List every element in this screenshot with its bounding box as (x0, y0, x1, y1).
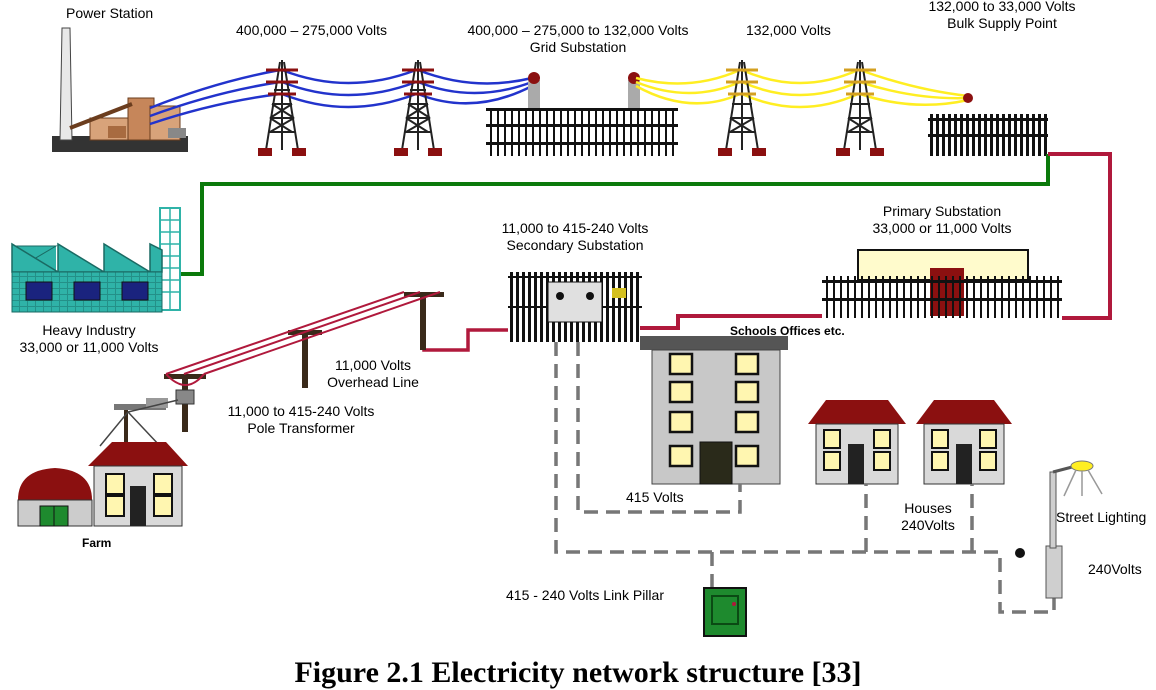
grid-substation-name: Grid Substation (529, 39, 627, 55)
overhead-line-name: Overhead Line (327, 374, 419, 390)
house-icon (916, 400, 1012, 485)
network-diagram (11, 27, 1112, 637)
houses-label: Houses 240Volts (884, 500, 972, 534)
overhead-line-label: 11,000 Volts Overhead Line (318, 357, 428, 391)
overhead-line-icon (164, 291, 444, 432)
pylon-icon (718, 60, 766, 156)
farm-label: Farm (82, 536, 112, 550)
link-pillar-label: 415 - 240 Volts Link Pillar (506, 587, 664, 603)
lines-132kv (635, 68, 969, 109)
line-11kv-overhead-feed (422, 302, 508, 352)
bulk-supply-label: 132,000 to 33,000 Volts Bulk Supply Poin… (910, 0, 1094, 32)
line-33kv-green (180, 154, 1050, 276)
transmission-voltage-label: 400,000 – 275,000 Volts (236, 22, 388, 38)
pylon-icon (394, 60, 442, 156)
grid-substation-voltage: 400,000 – 275,000 to 132,000 Volts (467, 22, 689, 38)
secondary-substation-name: Secondary Substation (506, 237, 644, 253)
line-11kv-red (640, 314, 822, 330)
schools-offices-label: Schools Offices etc. (730, 324, 845, 338)
bulk-supply-voltage: 132,000 to 33,000 Volts (928, 0, 1076, 14)
heavy-industry-voltage: 33,000 or 11,000 Volts (19, 339, 159, 355)
heavy-industry-label: Heavy Industry 33,000 or 11,000 Volts (4, 322, 174, 356)
power-station-label: Power Station (66, 5, 154, 21)
lv-cables (554, 342, 1056, 614)
building-voltage-label: 415 Volts (626, 489, 684, 505)
houses-name: Houses (904, 500, 952, 516)
pole-transformer-voltage: 11,000 to 415-240 Volts (227, 403, 375, 419)
street-lighting-voltage-label: 240Volts (1088, 561, 1142, 577)
barn-icon (17, 468, 93, 527)
link-pillar-icon (703, 587, 747, 637)
primary-substation-label: Primary Substation 33,000 or 11,000 Volt… (850, 203, 1034, 237)
power-station-icon (52, 27, 188, 152)
street-lighting-label: Street Lighting (1056, 509, 1147, 525)
primary-substation-name: Primary Substation (882, 203, 1002, 219)
secondary-substation-voltage: 11,000 to 415-240 Volts (501, 220, 649, 236)
secondary-substation-label: 11,000 to 415-240 Volts Secondary Substa… (480, 220, 670, 254)
pole-transformer-name: Pole Transformer (247, 420, 355, 436)
figure-caption: Figure 2.1 Electricity network structure… (294, 656, 862, 689)
bulk-supply-name: Bulk Supply Point (947, 15, 1057, 31)
secondary-substation-icon (508, 272, 642, 342)
bulk-supply-point-icon (928, 93, 1048, 156)
house-icon (808, 400, 906, 485)
primary-substation-icon (822, 249, 1062, 318)
grid-substation-label: 400,000 – 275,000 to 132,000 Volts Grid … (448, 22, 708, 56)
overhead-line-voltage: 11,000 Volts (334, 357, 412, 373)
heavy-industry-icon (11, 207, 181, 313)
line-33kv-red (1048, 152, 1112, 320)
farm-pole-icon (99, 398, 179, 447)
street-light-icon (1015, 460, 1103, 599)
pole-transformer-label: 11,000 to 415-240 Volts Pole Transformer (208, 403, 394, 437)
farm-house-icon (88, 442, 188, 527)
primary-substation-voltage: 33,000 or 11,000 Volts (872, 220, 1012, 236)
heavy-industry-name: Heavy Industry (42, 322, 136, 338)
line-132kv-label: 132,000 Volts (746, 22, 831, 38)
transmission-lines-400kv (149, 68, 533, 126)
pylon-icon (836, 60, 884, 156)
grid-substation-icon (486, 72, 678, 156)
pylon-icon (258, 60, 306, 156)
houses-voltage: 240Volts (901, 517, 955, 533)
office-building-icon (640, 336, 788, 485)
